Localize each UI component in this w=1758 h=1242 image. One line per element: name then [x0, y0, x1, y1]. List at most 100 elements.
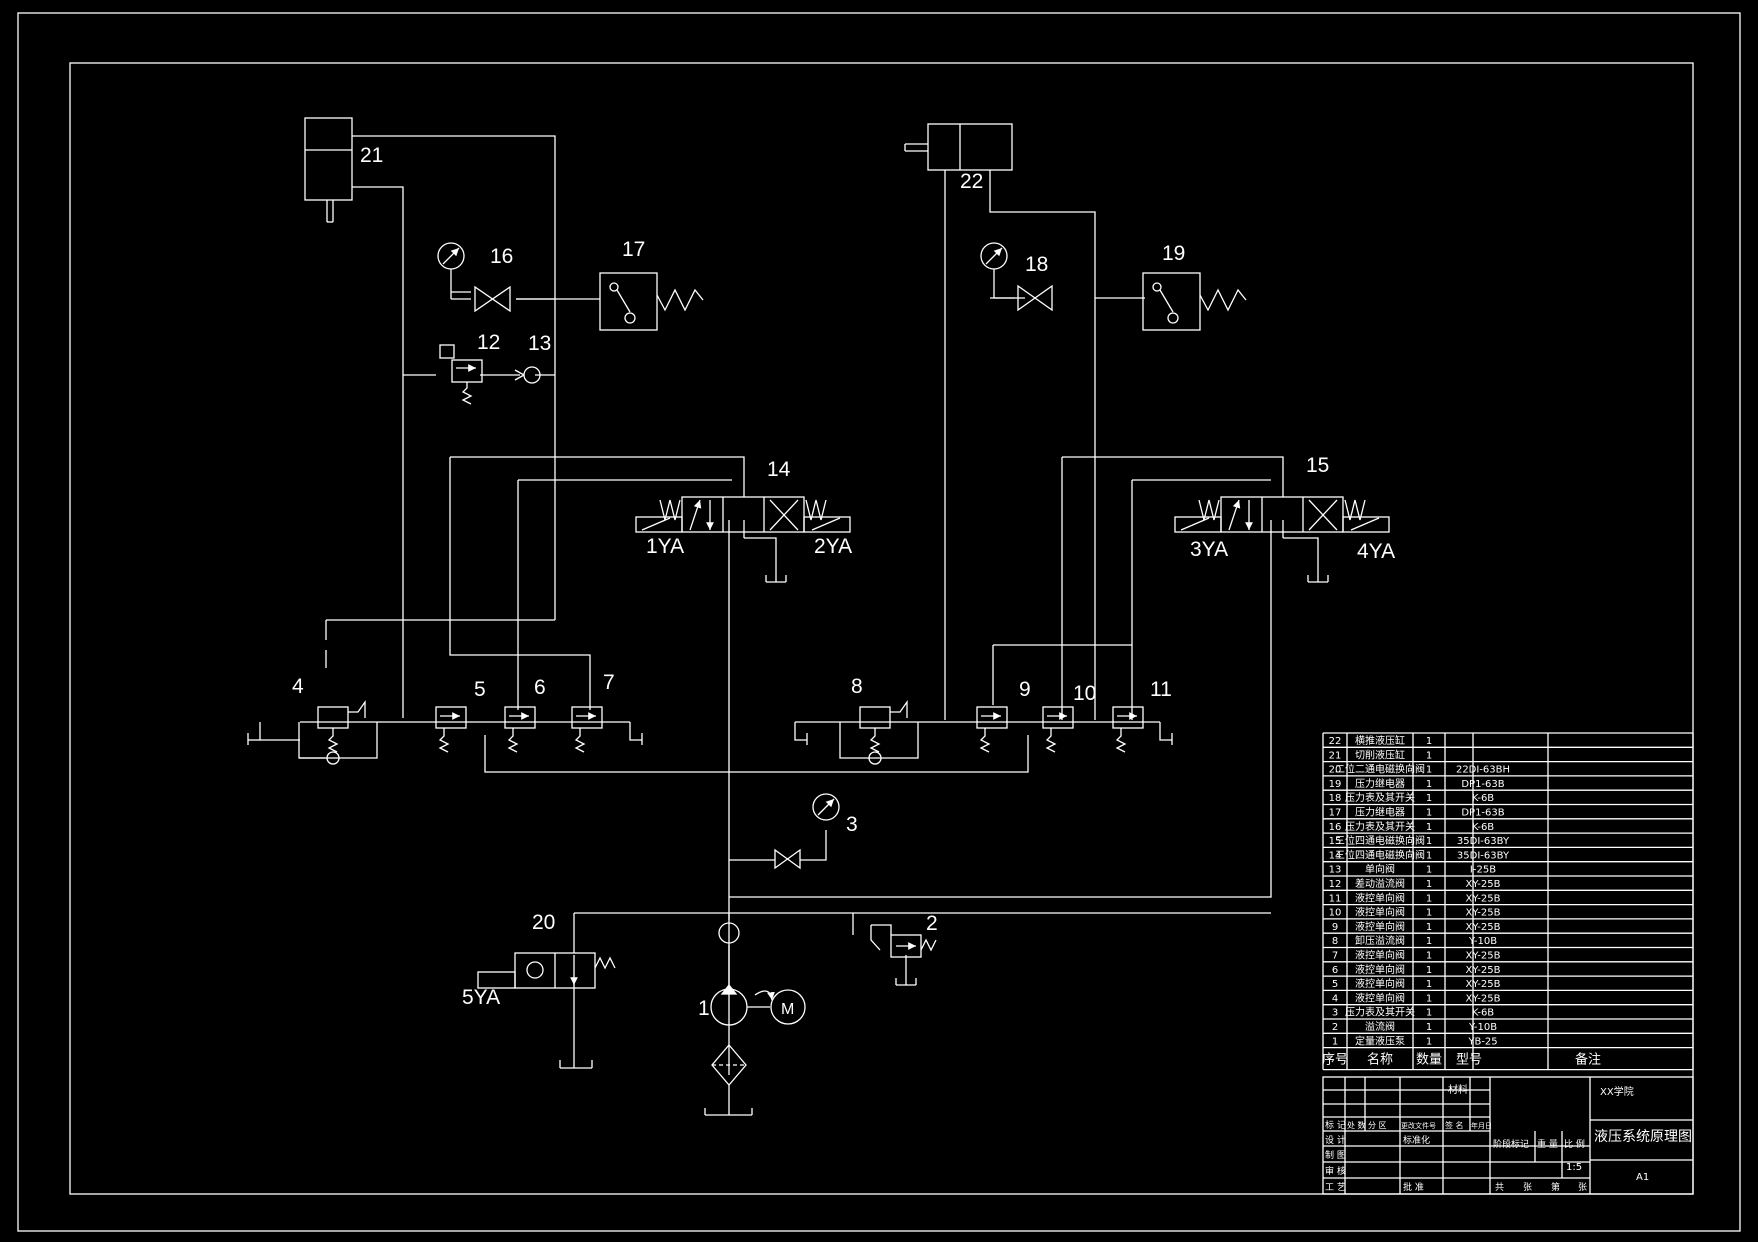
- manifold-lines: [248, 721, 1172, 773]
- relief-valve-2: [870, 924, 937, 958]
- approve-label: 批 准: [1403, 1181, 1424, 1193]
- page-label: 第: [1551, 1181, 1560, 1193]
- label-13: 13: [528, 332, 551, 355]
- row-label-design: 设 计: [1325, 1134, 1346, 1146]
- label-15: 15: [1306, 454, 1329, 477]
- col-label-sign: 签 名: [1445, 1120, 1464, 1130]
- label-1ya: 1YA: [646, 535, 684, 558]
- total-label: 共: [1495, 1182, 1504, 1193]
- inner-border: [69, 62, 1694, 1195]
- label-4ya: 4YA: [1357, 540, 1395, 563]
- bom-row-qty: 1: [1426, 736, 1432, 747]
- bom-row-no: 22: [1329, 736, 1342, 747]
- gauge-16: [437, 242, 511, 313]
- bom-row-no: 13: [1329, 865, 1342, 876]
- bom-row-no: 18: [1329, 793, 1342, 804]
- bom-row-qty: 1: [1426, 779, 1432, 790]
- label-9: 9: [1019, 678, 1031, 701]
- material-label: 材料: [1448, 1083, 1468, 1096]
- relief-valve-4: [299, 699, 366, 765]
- bom-row-qty: 1: [1426, 836, 1432, 847]
- bom-row-name: 液控单向阀: [1355, 906, 1405, 919]
- label-7: 7: [603, 671, 615, 694]
- label-3ya: 3YA: [1190, 538, 1228, 561]
- bom-row-name: 液控单向阀: [1355, 963, 1405, 976]
- bom-row-name: 溢流阀: [1365, 1020, 1395, 1033]
- label-2: 2: [926, 912, 938, 935]
- bom-row-model: XY-25B: [1466, 993, 1501, 1004]
- bom-row-name: 液控单向阀: [1355, 977, 1405, 990]
- row-label-review: 审 核: [1325, 1165, 1346, 1177]
- bom-header-no: 序号: [1322, 1053, 1348, 1068]
- label-21: 21: [360, 144, 383, 167]
- bom-row-model: Y-10B: [1468, 936, 1497, 947]
- bom-row-model: XY-25B: [1466, 922, 1501, 933]
- bom-row-model: XY-25B: [1466, 893, 1501, 904]
- col-label-date: 年月日: [1471, 1121, 1492, 1130]
- label-5: 5: [474, 678, 486, 701]
- bom-row-qty: 1: [1426, 993, 1432, 1004]
- label-20: 20: [532, 911, 555, 934]
- label-2ya: 2YA: [814, 535, 852, 558]
- bom-row-no: 7: [1332, 951, 1338, 962]
- bom-row-name: 二位二通电磁换向阀: [1335, 763, 1425, 776]
- bom-row-qty: 1: [1426, 1008, 1432, 1019]
- bom-row-no: 19: [1329, 779, 1342, 790]
- bom-row-name: 切削液压缸: [1355, 748, 1405, 761]
- school-name: XX学院: [1600, 1085, 1634, 1098]
- directional-valve-14: [635, 496, 851, 533]
- bom-row-qty: 1: [1426, 893, 1432, 904]
- bom-row-model: XY-25B: [1466, 965, 1501, 976]
- bom-row-qty: 1: [1426, 793, 1432, 804]
- gauge-18: [980, 242, 1053, 312]
- cutting-cylinder-21: [304, 117, 353, 223]
- row-label-mark: 标 记: [1325, 1119, 1346, 1131]
- check-valve-13: [514, 366, 541, 384]
- bom-row-qty: 1: [1426, 951, 1432, 962]
- right-circuit-pipes: [729, 170, 1328, 898]
- bom-row-qty: 1: [1426, 922, 1432, 933]
- bom-row-model: 35DI-63BY: [1457, 850, 1510, 861]
- label-11: 11: [1150, 678, 1172, 701]
- ratio-label: 比 例: [1564, 1138, 1585, 1150]
- bom-row-qty: 1: [1426, 965, 1432, 976]
- bom-header-note: 备注: [1575, 1052, 1601, 1068]
- solenoid-valve-20: [477, 952, 616, 989]
- bom-row-qty: 1: [1426, 936, 1432, 947]
- bom-row-no: 5: [1332, 979, 1338, 990]
- pump-1: [704, 922, 806, 1116]
- bom-row-no: 11: [1329, 893, 1342, 904]
- left-circuit-pipes: [325, 135, 786, 1075]
- bom-row-name: 单向阀: [1365, 863, 1395, 876]
- bom-row-qty: 1: [1426, 822, 1432, 833]
- bom-row-no: 21: [1329, 750, 1342, 761]
- drawing-title: 液压系统原理图: [1594, 1129, 1692, 1145]
- bom-row-qty: 1: [1426, 750, 1432, 761]
- bom-row-model: K-6B: [1472, 1008, 1494, 1019]
- bom-row-name: 卸压溢流阀: [1355, 934, 1405, 947]
- label-12: 12: [477, 331, 500, 354]
- label-19: 19: [1162, 242, 1185, 265]
- label-motor: M: [781, 1001, 794, 1018]
- bom-row-model: Y-10B: [1468, 1022, 1497, 1033]
- stage-mark: 阶段标记: [1493, 1138, 1529, 1150]
- title-block-grid: [1322, 1076, 1694, 1195]
- label-5ya: 5YA: [462, 986, 500, 1009]
- label-3: 3: [846, 813, 858, 836]
- sheets-label: 张: [1523, 1182, 1532, 1193]
- outer-border: [17, 12, 1741, 1232]
- bom-row-model: XY-25B: [1466, 908, 1501, 919]
- component-labels: 21 22 16 17 18 19 12 13 14 15 1YA 2YA 3Y…: [292, 144, 1395, 1020]
- bom-header-model: 型号: [1456, 1053, 1482, 1068]
- bom-row-name: 差动溢流阀: [1355, 877, 1405, 890]
- bom-row-no: 14: [1329, 850, 1342, 861]
- bom-row-no: 6: [1332, 965, 1338, 976]
- bom-row-name: 三位四通电磁换向阀: [1335, 834, 1425, 847]
- bom-row-name: 压力继电器: [1355, 806, 1405, 819]
- bom-row-model: 35DI-63BY: [1457, 836, 1510, 847]
- gauge-3: [774, 793, 840, 870]
- bom-row-no: 9: [1332, 922, 1338, 933]
- scale-value: 1:5: [1566, 1162, 1582, 1173]
- tank-symbols: [247, 575, 1329, 1068]
